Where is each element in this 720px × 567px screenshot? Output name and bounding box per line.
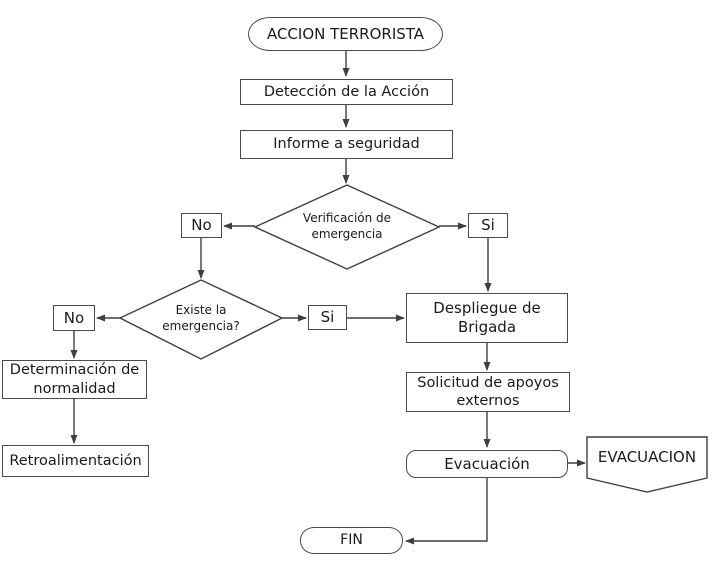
node-si2[interactable]: Si	[308, 305, 347, 330]
node-deteccion-accion[interactable]: Detección de la Acción	[240, 79, 453, 105]
node-accion-terrorista[interactable]: ACCION TERRORISTA	[248, 17, 443, 51]
node-determinacion-normalidad[interactable]: Determinación de normalidad	[2, 360, 147, 399]
decision-verificacion-shape[interactable]	[253, 184, 441, 270]
decision-existe-shape[interactable]	[118, 279, 284, 360]
node-no1[interactable]: No	[181, 213, 222, 238]
node-informe-seguridad[interactable]: Informe a seguridad	[240, 130, 453, 159]
node-no2[interactable]: No	[53, 305, 95, 331]
node-retroalimentacion[interactable]: Retroalimentación	[2, 445, 149, 477]
offpage-evacuacion-shape[interactable]	[586, 436, 708, 493]
node-despliegue-brigada[interactable]: Despliegue de Brigada	[406, 293, 568, 343]
node-si1[interactable]: Si	[468, 213, 508, 238]
node-solicitud-apoyos[interactable]: Solicitud de apoyos externos	[406, 372, 570, 412]
edge-evacuacion-to-fin	[405, 477, 488, 545]
node-fin[interactable]: FIN	[300, 527, 403, 554]
node-evacuacion[interactable]: Evacuación	[406, 450, 568, 478]
